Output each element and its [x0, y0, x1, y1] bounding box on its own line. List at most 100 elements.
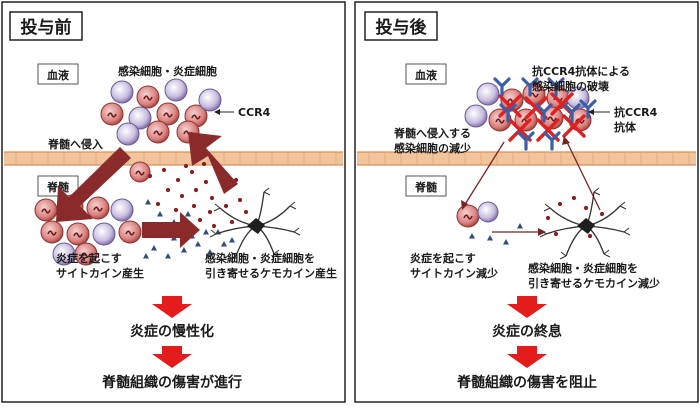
inflammatory-cell	[110, 80, 134, 104]
antibody-icon	[563, 103, 581, 123]
chemokine-dot	[599, 211, 605, 217]
chemokine-dot	[207, 209, 213, 215]
left-result-arrow-1	[152, 296, 192, 318]
right-reduced-invasion-label-2: 感染細胞の減少	[394, 141, 471, 155]
chemokine-dot	[209, 195, 215, 201]
chemokine-dot	[229, 219, 235, 225]
antibody-icon	[521, 77, 539, 97]
antibody-icon	[547, 77, 565, 97]
inflammatory-cell	[92, 222, 116, 246]
left-chemokine-dots	[147, 161, 249, 229]
chemokine-dot	[223, 203, 229, 209]
right-panel: 投与後 血液 脊髄 抗CCR4抗体による 感染細胞の破壊 抗CCR4 抗体 脊髄…	[354, 1, 699, 403]
antibody-icon	[499, 103, 517, 123]
cell-nucleus	[153, 130, 163, 136]
inflammatory-cell	[464, 104, 488, 128]
cell-nucleus	[191, 114, 201, 120]
left-cytokine-label-1: 炎症を起こす	[56, 251, 122, 265]
neuron-branch	[559, 251, 567, 260]
left-return-arrow	[188, 132, 238, 194]
chemokine-dot	[161, 167, 167, 173]
left-chemokine-label-1: 感染細胞・炎症細胞を	[205, 251, 315, 265]
left-infected-cells-label: 感染細胞・炎症細胞	[118, 64, 217, 78]
left-cytokine-label-2: サイトカイン産生	[56, 266, 144, 280]
chemokine-dot	[147, 173, 153, 179]
left-result-2: 脊髄組織の傷害が進行	[101, 374, 242, 391]
left-panel: 投与前 血液 脊髄 感染細胞・炎症細胞 CCR4 脊髄へ侵入 炎症を起こす サイ…	[1, 1, 346, 403]
right-neuron-cell	[539, 187, 631, 260]
left-blood-label-box	[37, 63, 79, 85]
left-result-arrow-2	[152, 346, 192, 368]
right-chemokine-dots	[545, 195, 605, 239]
cell-nucleus	[135, 170, 145, 176]
inflammatory-cell	[477, 201, 499, 223]
cell-nucleus	[93, 206, 103, 212]
cytokine-triangle	[207, 249, 213, 255]
neuron-branch	[289, 201, 297, 210]
cell-nucleus	[547, 116, 557, 122]
destroyed-cross-icon	[562, 114, 586, 138]
antibody-icon	[579, 99, 597, 119]
neuron-branch	[619, 201, 627, 210]
left-title: 投与前	[21, 17, 72, 38]
right-cytokine-label-1: 炎症を起こす	[410, 251, 476, 265]
left-ccr4-label: CCR4	[238, 106, 271, 119]
neuron-branch	[539, 229, 547, 238]
neuron-branch	[603, 249, 611, 258]
cytokine-triangle	[195, 241, 201, 247]
chemokine-dot	[179, 193, 185, 199]
chemokine-dot	[165, 187, 171, 193]
chemokine-dot	[175, 177, 181, 183]
cytokine-triangle	[203, 229, 209, 235]
right-blood-label: 血液	[415, 68, 438, 82]
inflammatory-cell	[128, 106, 152, 130]
chemokine-dot	[203, 179, 209, 185]
right-antibody-label-1: 抗CCR4	[614, 105, 658, 119]
inflammatory-cell	[110, 198, 134, 222]
antibody-icon	[543, 131, 561, 151]
membrane-band	[4, 152, 343, 165]
neuron-branch	[209, 229, 217, 238]
chemokine-dot	[155, 201, 161, 207]
cytokine-triangle	[469, 233, 475, 239]
chemokine-dot	[583, 205, 589, 211]
antibody-icon	[517, 131, 535, 151]
cytokine-triangle	[517, 223, 523, 229]
chemokine-dot	[193, 187, 199, 193]
chemokine-dot	[197, 217, 203, 223]
neuron-branch	[593, 187, 601, 196]
right-chemokine-label-2: 引き寄せるケモカイン減少	[528, 276, 660, 290]
inflammatory-cell	[476, 82, 500, 106]
right-cytokine-thin-arrowhead	[538, 228, 546, 236]
right-cell-cluster	[456, 77, 597, 228]
left-chemokine-label-2: 引き寄せるケモカイン産生	[205, 266, 337, 280]
right-return-thin-arrowhead	[562, 136, 570, 145]
cytokine-triangle	[145, 199, 151, 205]
ccr4-pointer-head	[214, 109, 220, 115]
chemokine-dot	[571, 195, 577, 201]
inflammatory-cell	[52, 242, 76, 266]
left-membrane	[4, 151, 343, 166]
chemokine-dot	[545, 215, 551, 221]
cytokine-triangle	[143, 253, 149, 259]
right-antibody-label-2: 抗体	[614, 120, 637, 134]
left-neuron-cell	[209, 187, 301, 260]
cytokine-triangle	[151, 245, 157, 251]
neuron-branch	[213, 203, 221, 212]
cell-nucleus	[41, 208, 51, 214]
right-chemokine-label-1: 感染細胞・炎症細胞を	[528, 261, 638, 275]
antibody-pointer-head	[588, 109, 594, 115]
chemokine-dot	[201, 161, 207, 167]
left-invasion-arrow	[56, 147, 131, 222]
neuron-body	[577, 218, 595, 234]
cytokine-triangle	[229, 237, 235, 243]
chemokine-dot	[587, 233, 593, 239]
right-result-1: 炎症の終息	[492, 323, 562, 340]
antibody-icon	[493, 77, 511, 97]
cell-nucleus	[125, 230, 135, 236]
antibody-icon	[535, 103, 553, 123]
right-spinal-label: 脊髄	[414, 180, 438, 194]
cytokine-triangle	[165, 253, 171, 259]
right-result-arrow-1	[507, 296, 547, 318]
